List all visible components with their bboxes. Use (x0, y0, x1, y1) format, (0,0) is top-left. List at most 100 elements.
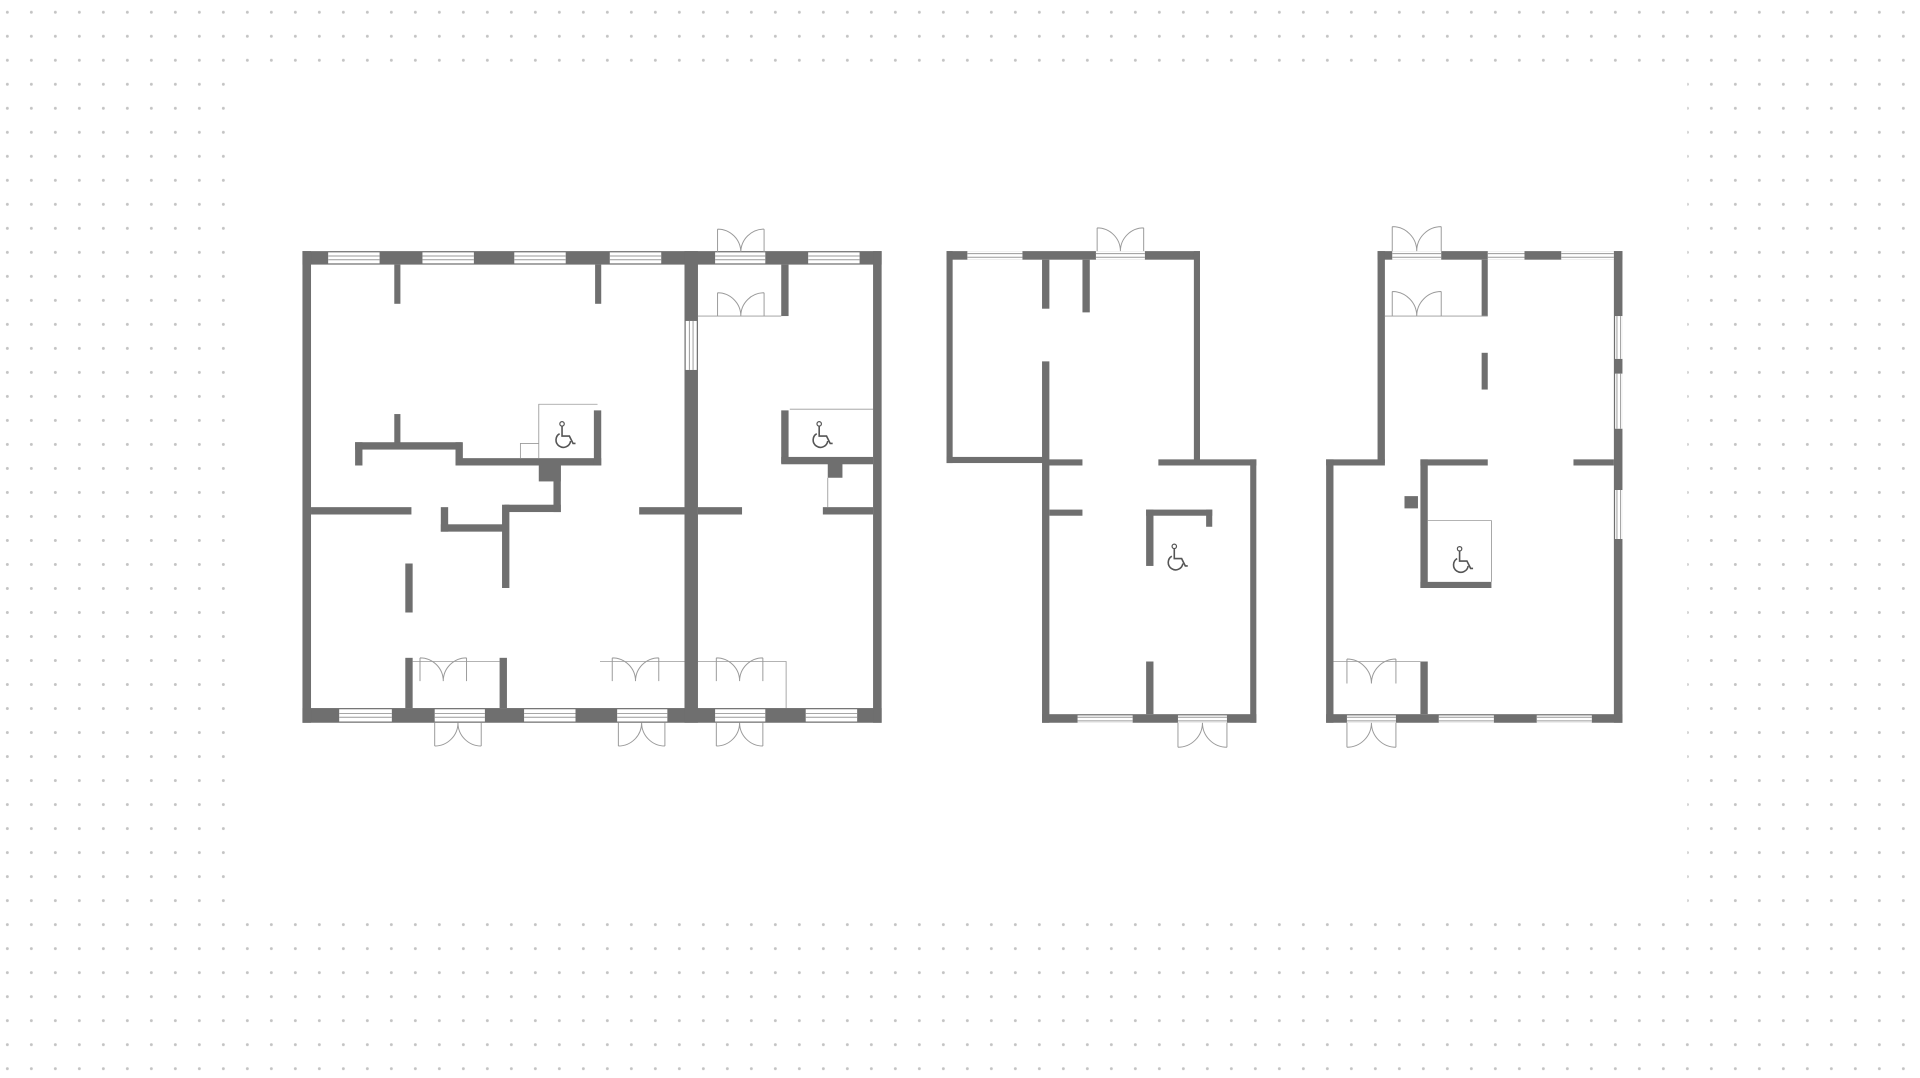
wall (1420, 459, 1488, 466)
wall (440, 524, 505, 532)
wall (1049, 509, 1083, 516)
wall (946, 251, 1200, 260)
fixture-outline (412, 315, 874, 709)
wall (1573, 459, 1614, 466)
wall (405, 657, 413, 709)
double-door-swing (1346, 722, 1397, 748)
floor-plan-1 (302, 228, 882, 747)
wall (394, 414, 401, 449)
wall (1082, 259, 1090, 313)
wall (1042, 361, 1050, 723)
window (1346, 715, 1396, 723)
wall (302, 251, 882, 265)
wall (946, 251, 953, 464)
wall (1250, 459, 1257, 723)
wall (593, 410, 602, 466)
window (1561, 251, 1614, 260)
double-door-swing (1177, 722, 1228, 748)
window (524, 709, 576, 722)
window (1536, 715, 1592, 723)
wall (1326, 459, 1385, 466)
wall (455, 442, 463, 466)
wall (1420, 661, 1428, 715)
double-door-swing (717, 292, 765, 317)
wall (1146, 661, 1154, 715)
wall (499, 657, 507, 709)
wheelchair-accessible-icon (1167, 543, 1188, 571)
double-door-swing (715, 722, 764, 747)
wall (455, 458, 602, 466)
double-door-swing (715, 657, 764, 682)
window (1438, 715, 1494, 723)
wall (1420, 581, 1492, 588)
wall (1048, 459, 1083, 466)
window (339, 709, 392, 722)
window (1487, 251, 1525, 260)
window (422, 252, 474, 264)
double-door-swing (1096, 227, 1145, 252)
window (1615, 373, 1623, 429)
double-door-swing (611, 657, 660, 682)
wall (781, 456, 874, 465)
wall (355, 442, 462, 450)
window (1177, 715, 1227, 723)
wall (781, 410, 789, 464)
wall (873, 251, 882, 723)
wall (1613, 251, 1623, 723)
double-door-swing (717, 228, 765, 253)
wall (595, 264, 602, 304)
window (1615, 316, 1623, 359)
wall (1158, 459, 1257, 466)
double-door-swing (1391, 226, 1442, 252)
window (808, 252, 860, 264)
window (609, 252, 662, 264)
floor-plan-2 (946, 227, 1257, 748)
window (715, 709, 766, 722)
fixture-outline (1333, 315, 1492, 662)
wall (1377, 251, 1385, 464)
wall (946, 456, 1049, 464)
double-door-swing (434, 722, 482, 747)
window (967, 251, 1023, 260)
wheelchair-accessible-icon (555, 421, 576, 449)
wall (1042, 259, 1050, 309)
wall (1206, 509, 1213, 527)
double-door-swing (617, 722, 666, 747)
wall (302, 251, 312, 723)
window (1095, 251, 1145, 260)
window (715, 252, 766, 264)
window (514, 252, 566, 264)
wall (553, 465, 561, 513)
double-door-swing (1346, 658, 1397, 684)
wall (1146, 509, 1213, 516)
wall (1481, 352, 1488, 390)
wall (1481, 259, 1488, 317)
double-door-swing (1391, 291, 1442, 317)
wall (1042, 714, 1257, 723)
floor-plan-3 (1326, 226, 1623, 748)
window (1077, 715, 1133, 723)
window (617, 709, 668, 722)
wall (781, 264, 789, 317)
window (328, 252, 380, 264)
window (685, 320, 697, 370)
wall (822, 507, 874, 515)
wall (502, 504, 510, 588)
wall (1404, 496, 1418, 509)
wall (827, 463, 843, 478)
window (1392, 251, 1442, 260)
wheelchair-accessible-icon (1452, 545, 1474, 574)
wall (504, 504, 561, 513)
plan-area (232, 75, 1688, 905)
wall (697, 507, 743, 515)
wall (1146, 509, 1154, 566)
wall (1193, 251, 1200, 464)
double-door-swing (419, 657, 468, 682)
window (1615, 490, 1623, 539)
wall (355, 442, 363, 466)
wall (639, 507, 685, 515)
wall (1326, 459, 1334, 723)
wall (405, 563, 413, 613)
wheelchair-accessible-icon (812, 421, 833, 449)
